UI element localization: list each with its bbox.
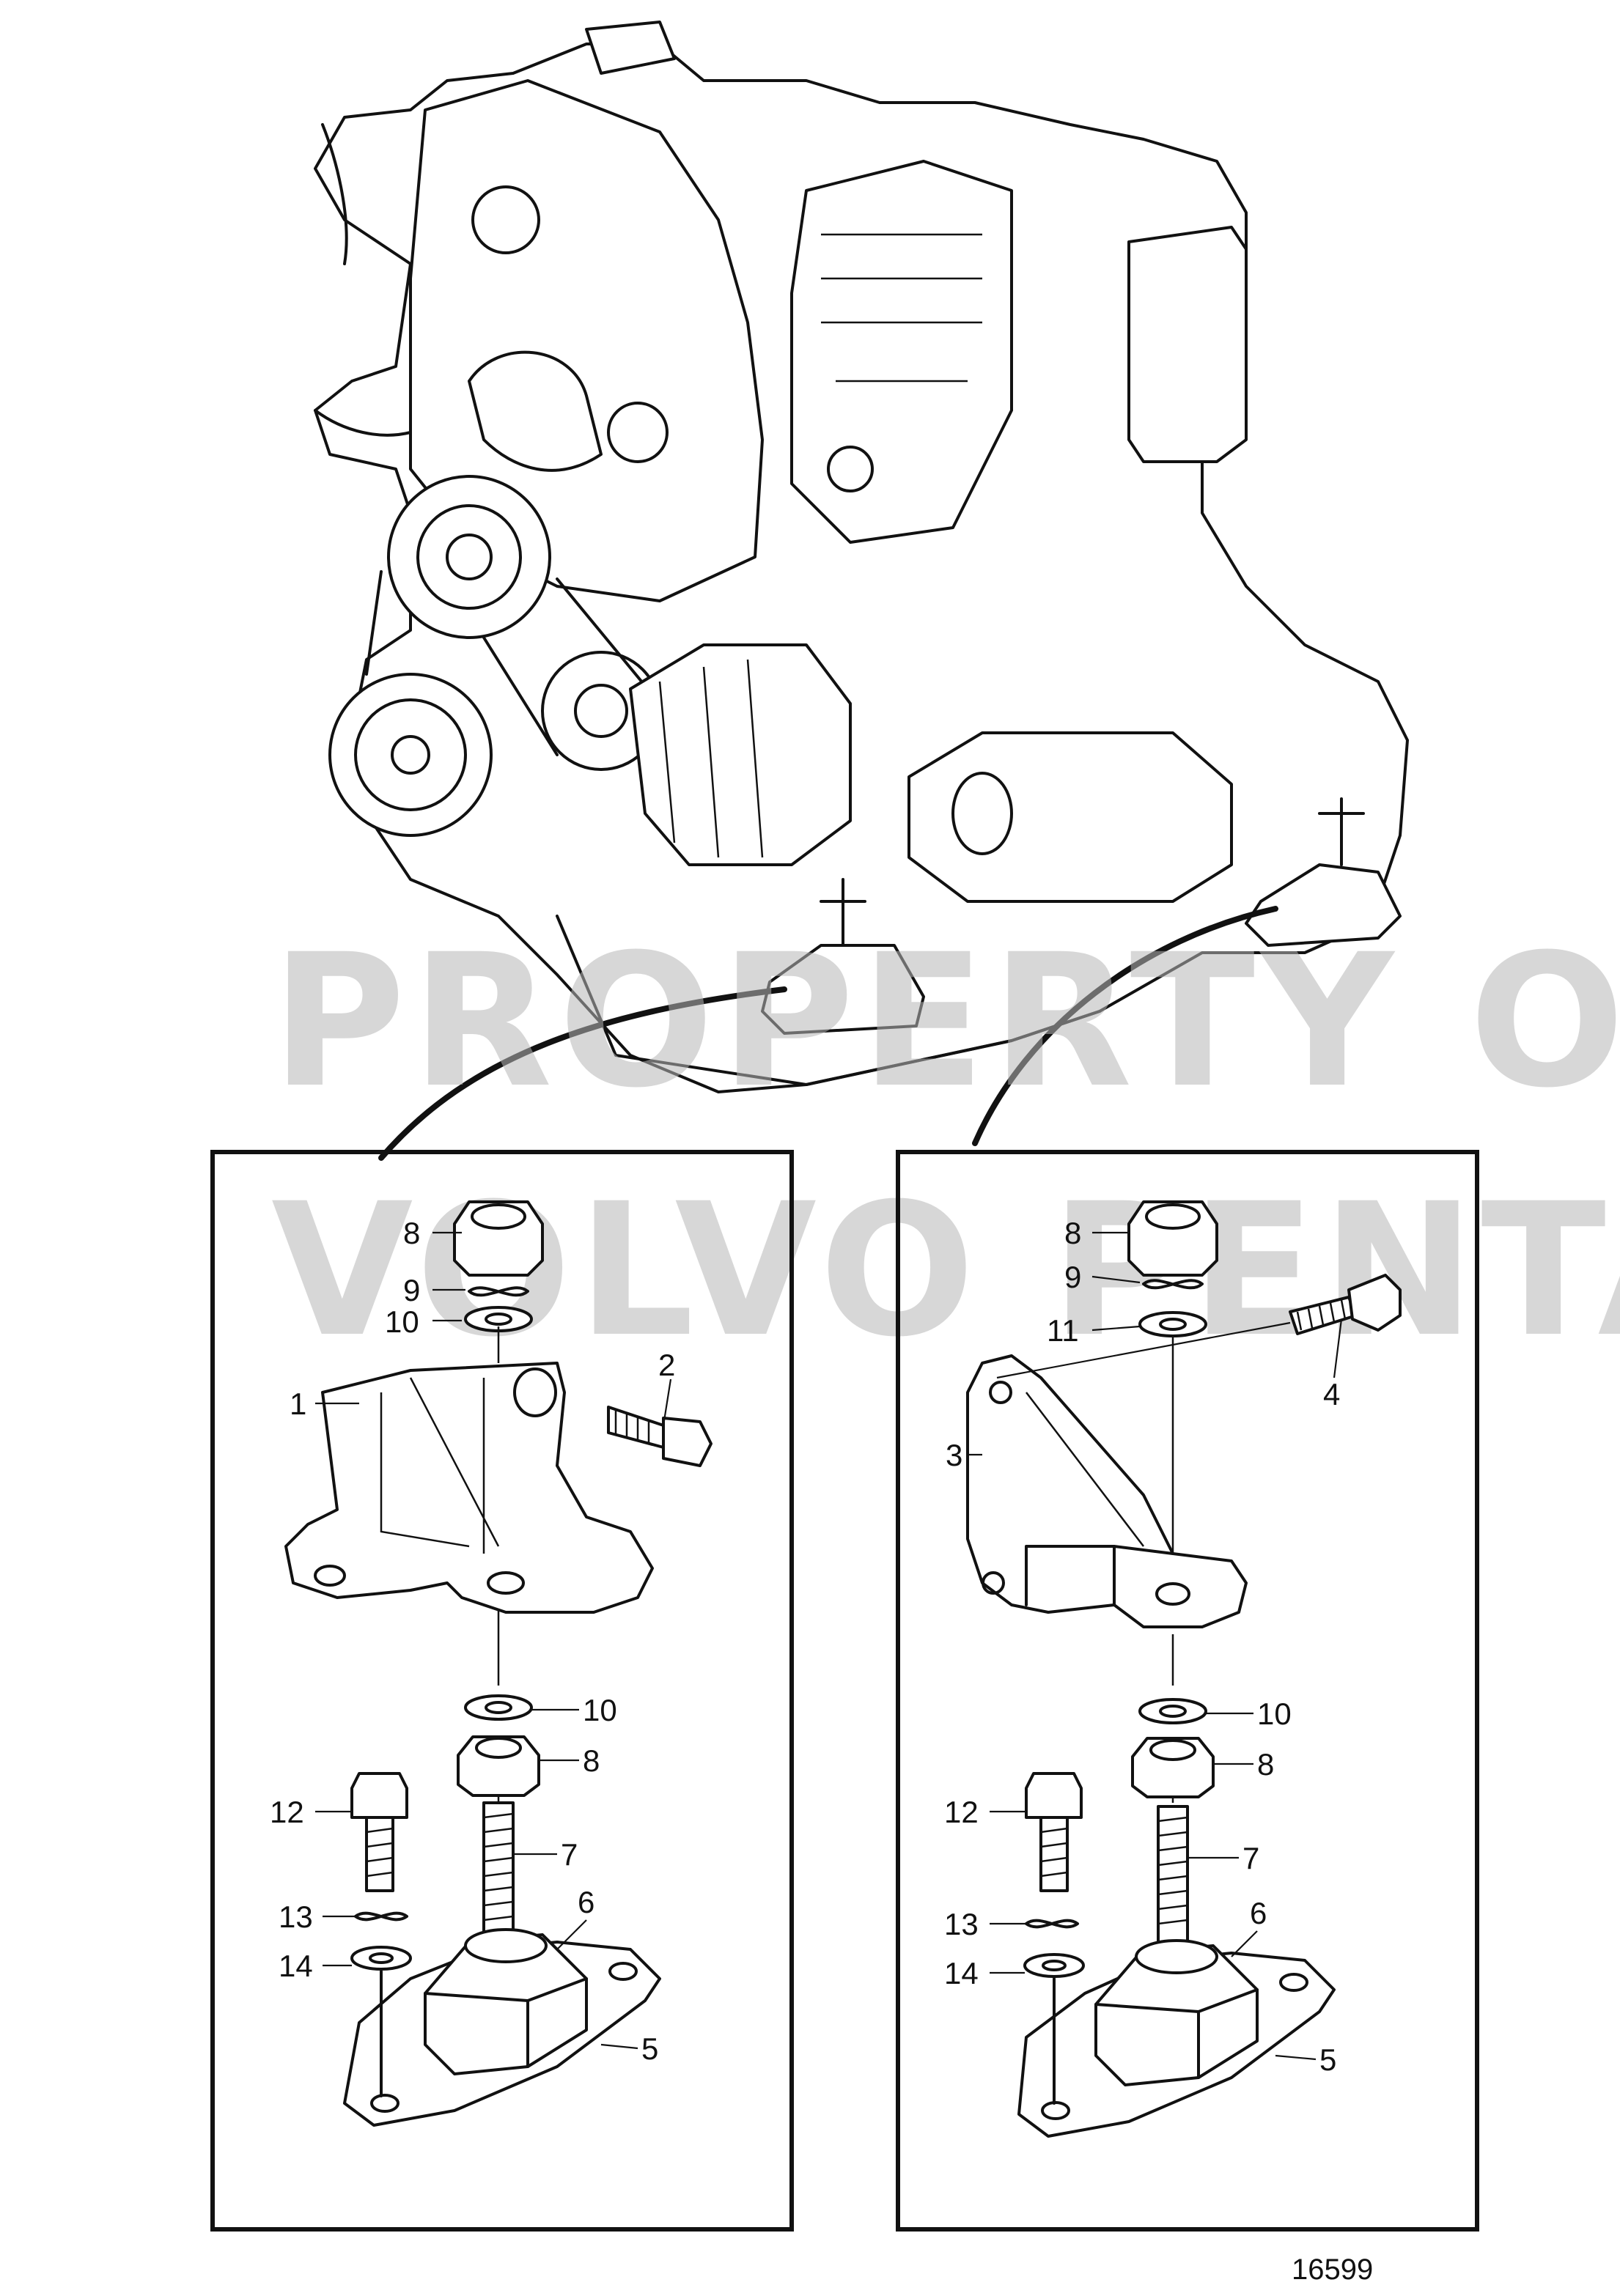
left-callout-8-top: 8: [403, 1216, 420, 1250]
watermark: PROPERTY OF VOLVO PENTA: [271, 915, 1620, 1377]
left-callout-9: 9: [403, 1273, 420, 1307]
left-callout-6: 6: [578, 1885, 594, 1919]
left-callout-10-lower: 10: [583, 1693, 617, 1727]
left-callout-13: 13: [279, 1900, 313, 1934]
right-callout-labels: 8 9 11 3 4 10 8 12 7 13 6 14 5: [944, 1216, 1340, 2077]
left-callout-10-top: 10: [385, 1304, 419, 1339]
left-callout-8-lower: 8: [583, 1743, 600, 1778]
right-callout-10-lower: 10: [1257, 1697, 1292, 1731]
right-callout-4: 4: [1323, 1377, 1340, 1411]
right-callout-14: 14: [944, 1956, 979, 1990]
reference-number: 16599: [1292, 2253, 1373, 2286]
left-callout-labels: 8 9 10 1 2 10 8 12 7 13 6 14 5: [270, 1216, 675, 2066]
right-mount-exploded-view: [966, 1200, 1402, 2138]
left-mount-pointer: [378, 986, 787, 1161]
right-callout-13: 13: [944, 1907, 979, 1941]
right-mount-pointer: [972, 906, 1278, 1146]
right-callout-5: 5: [1319, 2042, 1336, 2077]
left-callout-14: 14: [279, 1949, 313, 1983]
right-callout-12: 12: [944, 1795, 979, 1829]
engine-illustration: [314, 21, 1409, 1093]
left-callout-7: 7: [561, 1837, 578, 1872]
right-mount-panel: [896, 1150, 1479, 2232]
right-callout-9: 9: [1064, 1260, 1081, 1294]
left-callout-5: 5: [641, 2031, 658, 2066]
right-callout-11: 11: [1047, 1313, 1079, 1348]
left-callout-2: 2: [658, 1348, 675, 1382]
right-callout-7: 7: [1242, 1841, 1259, 1875]
right-leader-lines: [968, 1231, 1343, 2061]
left-mount-panel: [210, 1150, 794, 2232]
left-leader-lines: [315, 1231, 672, 2050]
watermark-line-1: PROPERTY OF: [271, 915, 1620, 1128]
left-callout-12: 12: [270, 1795, 304, 1829]
right-callout-6: 6: [1250, 1896, 1267, 1930]
left-mount-exploded-view: [284, 1200, 713, 2127]
right-callout-3: 3: [946, 1438, 962, 1472]
left-callout-1: 1: [290, 1387, 306, 1421]
right-callout-8-top: 8: [1064, 1216, 1081, 1250]
right-callout-8-lower: 8: [1257, 1747, 1274, 1782]
